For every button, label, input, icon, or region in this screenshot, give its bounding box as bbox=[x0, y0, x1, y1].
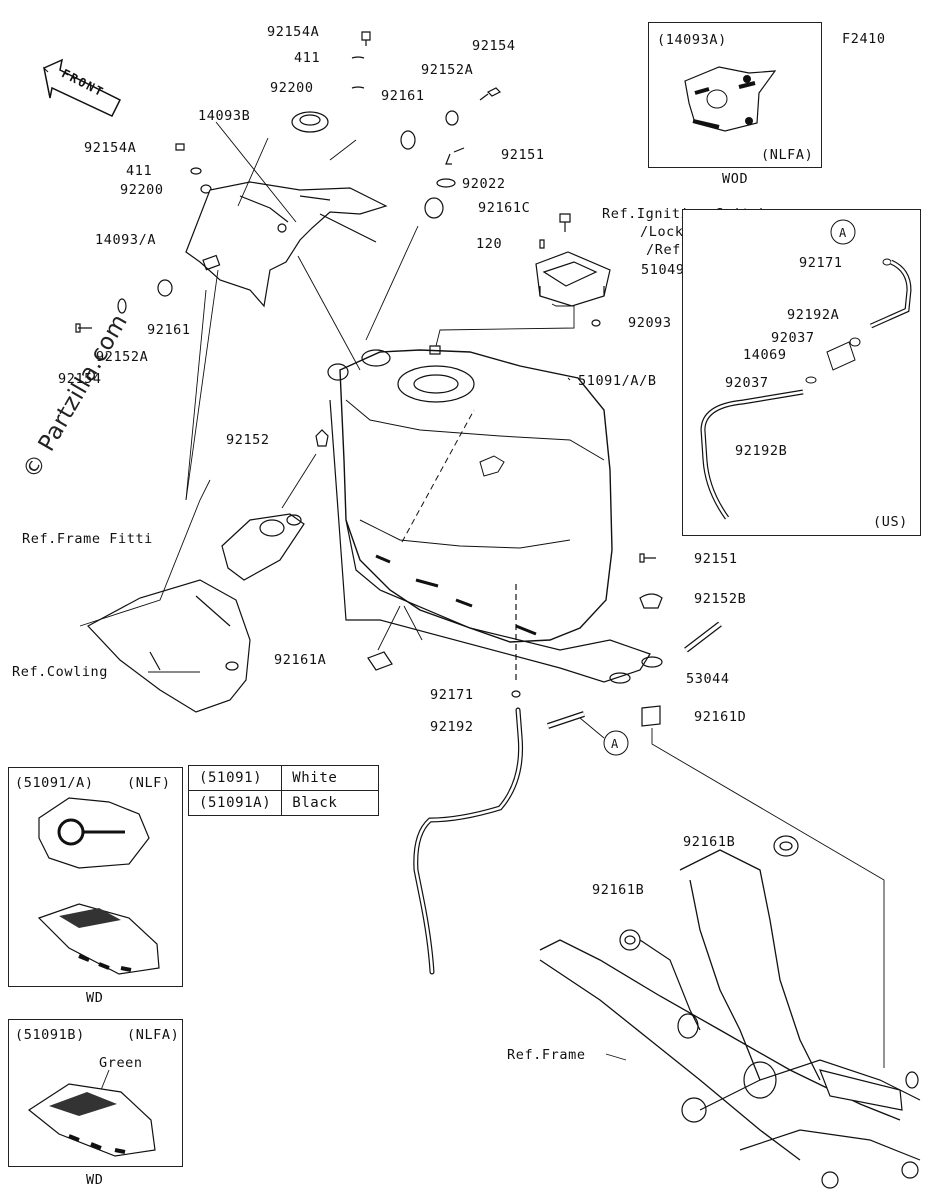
inset-us-region: (US) bbox=[873, 514, 908, 530]
label-92154-top: 92154 bbox=[472, 38, 516, 54]
label-ref-frame-fitting: Ref.Frame Fitti bbox=[22, 531, 153, 547]
inset-wod-14093A: (14093A) (NLFA) bbox=[648, 22, 822, 168]
label-92171: 92171 bbox=[430, 687, 474, 703]
color-part: (51091) bbox=[187, 765, 283, 791]
tank-cover-14093 bbox=[185, 181, 388, 308]
inset-nlfa-color: Green bbox=[99, 1055, 143, 1071]
label-411-left: 411 bbox=[126, 163, 153, 179]
inset-nlf-title: (51091/A) bbox=[15, 775, 94, 791]
label-92192: 92192 bbox=[430, 719, 474, 735]
label-92093: 92093 bbox=[628, 315, 672, 331]
color-table: (51091) White (51091A) Black bbox=[187, 765, 380, 816]
color-value: Black bbox=[281, 790, 380, 816]
table-row: (51091A) Black bbox=[187, 790, 380, 816]
label-92152B: 92152B bbox=[694, 591, 747, 607]
label-92161-top: 92161 bbox=[381, 88, 425, 104]
cowling bbox=[87, 579, 251, 713]
label-92161-left: 92161 bbox=[147, 322, 191, 338]
inset-nlfa-51091B: (51091B) (NLFA) Green bbox=[8, 1019, 183, 1167]
label-92200-top: 92200 bbox=[270, 80, 314, 96]
inset-us-92171: 92171 bbox=[799, 255, 843, 271]
frame-fitting bbox=[221, 513, 305, 581]
color-value: White bbox=[281, 765, 380, 791]
inset-us-14069: 14069 bbox=[743, 347, 787, 363]
figure-code: F2410 bbox=[842, 31, 886, 47]
label-92022: 92022 bbox=[462, 176, 506, 192]
inset-nlfa-drawing bbox=[27, 1069, 156, 1157]
label-120: 120 bbox=[476, 236, 503, 252]
label-14093B: 14093B bbox=[198, 108, 251, 124]
label-92161C: 92161C bbox=[478, 200, 531, 216]
callout-a-label: A bbox=[611, 737, 619, 751]
callout-a-main bbox=[603, 730, 629, 756]
inset-nlf-caption: WD bbox=[86, 990, 104, 1006]
label-92152: 92152 bbox=[226, 432, 270, 448]
motorcycle-frame bbox=[539, 849, 921, 1189]
inset-us-92192A: 92192A bbox=[787, 307, 840, 323]
table-row: (51091) White bbox=[187, 765, 380, 791]
label-ref-frame: Ref.Frame bbox=[507, 1047, 586, 1063]
label-92151-top: 92151 bbox=[501, 147, 545, 163]
fuel-tank-51091 bbox=[327, 345, 663, 684]
label-92154-left: 92154 bbox=[58, 371, 102, 387]
front-arrow-icon bbox=[43, 58, 122, 117]
label-51091AB: 51091/A/B bbox=[578, 373, 657, 389]
inset-nlf-51091A: (51091/A) (NLF) bbox=[8, 767, 183, 987]
label-92161B-a: 92161B bbox=[683, 834, 736, 850]
label-92152A-top: 92152A bbox=[421, 62, 474, 78]
inset-us-callout: A bbox=[839, 226, 847, 240]
inset-wod-title: (14093A) bbox=[657, 32, 727, 48]
label-92200-left: 92200 bbox=[120, 182, 164, 198]
label-92161D: 92161D bbox=[694, 709, 747, 725]
inset-nlf-drawing bbox=[37, 797, 160, 975]
label-92152A-left: 92152A bbox=[96, 349, 149, 365]
label-92154A-left: 92154A bbox=[84, 140, 137, 156]
label-51049: 51049 bbox=[641, 262, 685, 278]
inset-nlfa-variant: (NLFA) bbox=[127, 1027, 180, 1043]
inset-nlfa-caption: WD bbox=[86, 1172, 104, 1188]
inset-nlf-variant: (NLF) bbox=[127, 775, 171, 791]
inset-us-92037b: 92037 bbox=[725, 375, 769, 391]
label-ref-cowling: Ref.Cowling bbox=[12, 664, 109, 680]
label-92151-right: 92151 bbox=[694, 551, 738, 567]
inset-us-92192B: 92192B bbox=[735, 443, 788, 459]
inset-wod-variant: (NLFA) bbox=[761, 147, 814, 163]
label-411-top: 411 bbox=[294, 50, 321, 66]
inset-us-92037a: 92037 bbox=[771, 330, 815, 346]
inset-us-hose: A 92171 92192A 92037 14069 92037 92192B … bbox=[682, 209, 921, 536]
label-92154A-top: 92154A bbox=[267, 24, 320, 40]
inset-us-drawing bbox=[700, 219, 912, 520]
inset-wod-caption: WOD bbox=[722, 171, 749, 187]
label-14093A: 14093/A bbox=[95, 232, 157, 248]
label-92161A: 92161A bbox=[274, 652, 327, 668]
inset-wod-cover-drawing bbox=[684, 66, 777, 132]
inset-nlfa-title: (51091B) bbox=[15, 1027, 85, 1043]
label-ref-locks: /Locks bbox=[640, 224, 693, 240]
label-53044: 53044 bbox=[686, 671, 730, 687]
fuel-cap-51049 bbox=[535, 213, 611, 307]
color-part: (51091A) bbox=[187, 790, 283, 816]
label-92161B-b: 92161B bbox=[592, 882, 645, 898]
